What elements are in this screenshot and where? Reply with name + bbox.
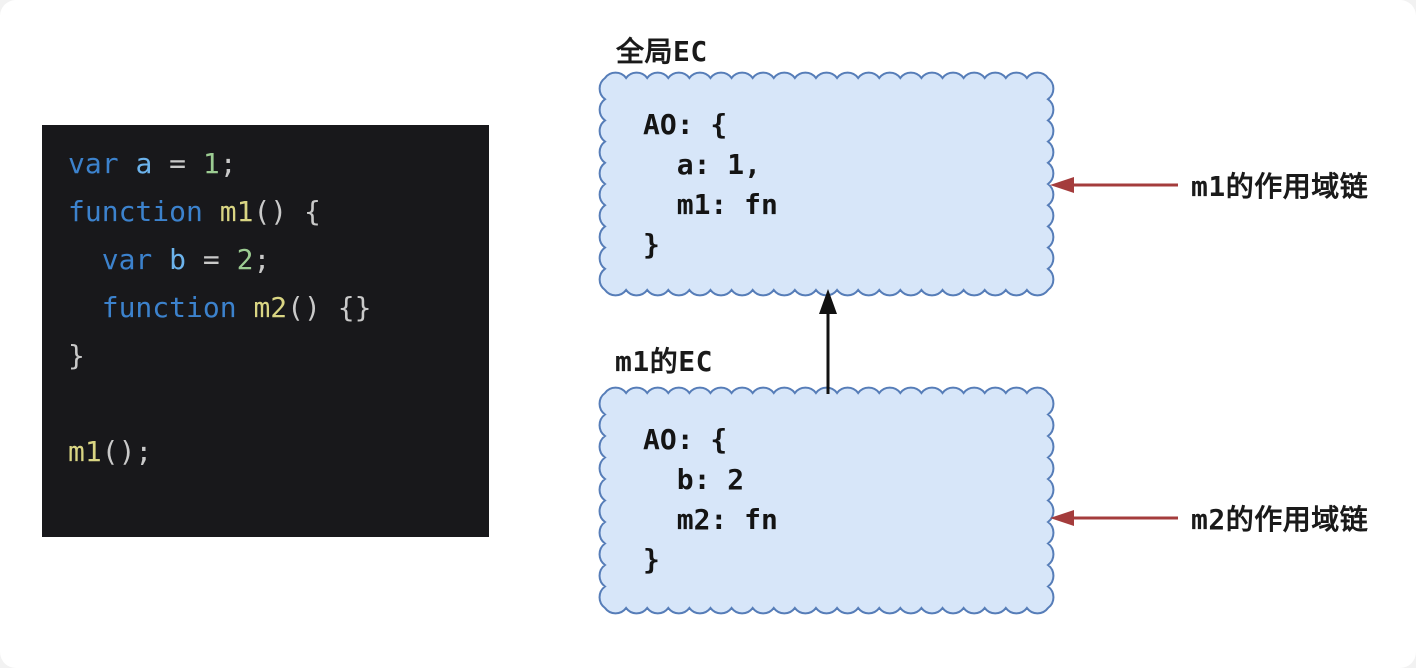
ao-line: AO: { [643,423,728,456]
code-token [68,243,102,276]
code-token: a [135,147,153,180]
code-line: var a = 1; [68,140,489,188]
m1-scope-chain-arrow [1050,177,1178,193]
m1-ec-ao-object: AO: { b: 2 m2: fn} [643,420,778,580]
parent-scope-arrow [819,289,837,394]
code-token: 1 [202,147,220,180]
cloud-border-svg [598,71,1055,297]
m1-ec-box: AO: { b: 2 m2: fn} [598,386,1055,615]
ao-line: AO: { [643,108,728,141]
cloud-border-svg [598,386,1055,615]
code-token: 2 [236,243,254,276]
cloud-border [598,386,1055,615]
code-token: ; [219,147,237,180]
code-token: () {} [287,291,372,324]
ao-line: m1: fn [643,188,778,221]
code-line: m1(); [68,428,489,476]
global-ec-ao-object: AO: { a: 1, m1: fn} [643,105,778,265]
global-ec-box: AO: { a: 1, m1: fn} [598,71,1055,297]
ao-line: m2: fn [643,503,778,536]
m1-ec-label: m1的EC [615,345,713,378]
code-token: ; [253,243,271,276]
code-token: function [101,291,254,324]
code-token: var [68,147,136,180]
code-line: var b = 2; [68,236,489,284]
code-token: } [68,339,85,372]
code-token: = [152,147,203,180]
ao-line: } [643,228,660,261]
code-token: b [169,243,187,276]
code-lines: var a = 1;function m1() { var b = 2; fun… [68,140,489,476]
m2-scope-chain-annotation: m2的作用域链 [1191,503,1369,536]
ao-line: } [643,543,660,576]
global-ec-label: 全局EC [616,35,708,68]
m1-scope-chain-annotation: m1的作用域链 [1191,170,1369,203]
ao-line: b: 2 [643,463,745,496]
code-line [68,380,489,428]
code-token: m1 [68,435,102,468]
code-line: function m1() { [68,188,489,236]
cloud-border [598,71,1055,297]
code-token: () { [253,195,321,228]
code-token: function [68,195,220,228]
code-token: m1 [219,195,254,228]
code-line: function m2() {} [68,284,489,332]
code-token: = [186,243,237,276]
code-line: } [68,332,489,380]
code-editor-panel: var a = 1;function m1() { var b = 2; fun… [42,125,489,537]
code-token: var [101,243,170,276]
code-token: (); [101,435,153,468]
code-token: m2 [253,291,288,324]
ao-line: a: 1, [643,148,762,181]
m2-scope-chain-arrow [1050,510,1178,526]
code-token [68,291,102,324]
